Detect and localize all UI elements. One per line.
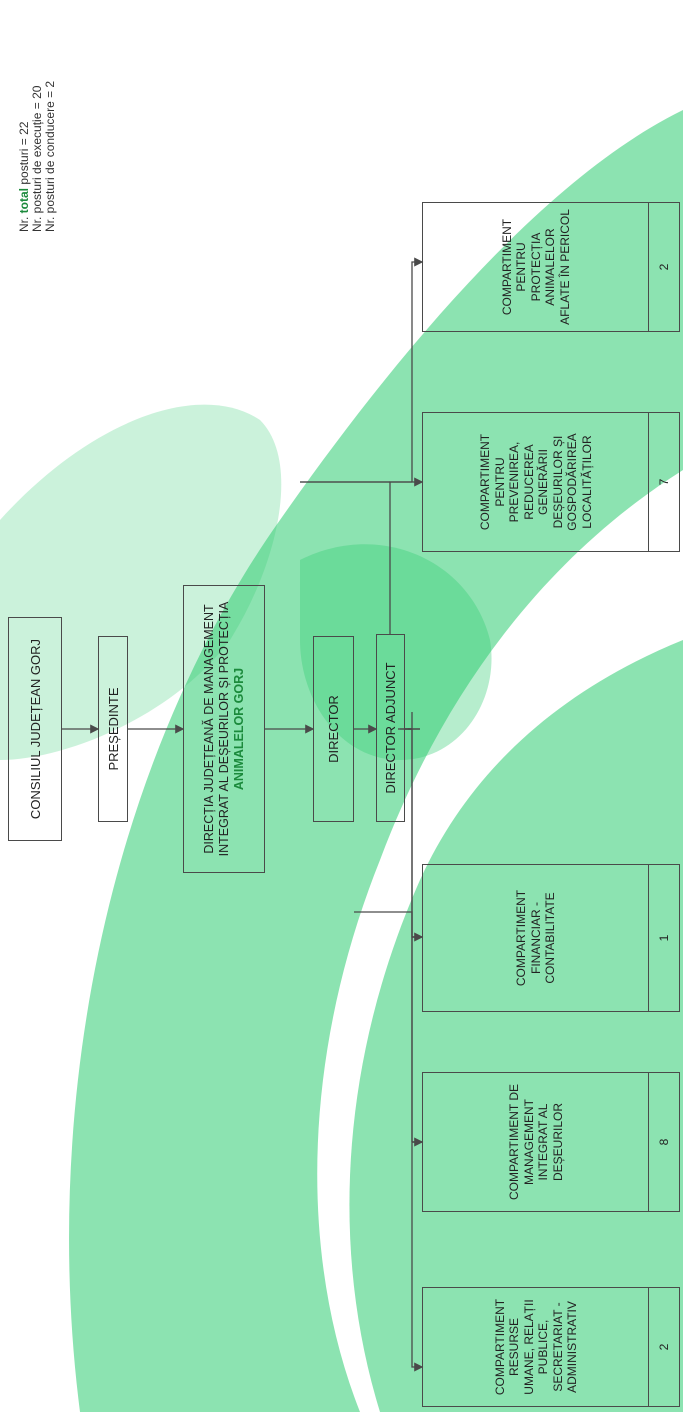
deputy-director-box: DIRECTOR ADJUNCT: [376, 634, 405, 822]
compartment-waste-management: COMPARTIMENT DE MANAGEMENT INTEGRAT AL D…: [422, 1072, 680, 1212]
council-label: CONSILIUL JUDEȚEAN GORJ: [27, 638, 43, 820]
directorate-line2: INTEGRAT AL DEȘEURILOR ȘI PROTECȚIA: [216, 601, 231, 857]
compartment-animal-protection: COMPARTIMENT PENTRU PROTECȚIA ANIMALELOR…: [422, 202, 680, 332]
compartment-finance: COMPARTIMENT FINANCIAR - CONTABILITATE 1: [422, 864, 680, 1012]
deputy-director-label: DIRECTOR ADJUNCT: [383, 662, 398, 794]
compartment-hr: COMPARTIMENT RESURSE UMANE, RELAȚII PUBL…: [422, 1287, 680, 1407]
compartment-count: 8: [648, 1073, 679, 1211]
director-box: DIRECTOR: [313, 636, 354, 822]
directorate-line3: ANIMALELOR GORJ: [231, 667, 246, 791]
compartment-name: COMPARTIMENT RESURSE UMANE, RELAȚII PUBL…: [492, 1298, 580, 1396]
compartment-name: COMPARTIMENT FINANCIAR - CONTABILITATE: [514, 889, 558, 987]
compartment-name: COMPARTIMENT DE MANAGEMENT INTEGRAT AL D…: [507, 1084, 565, 1201]
compartment-count: 2: [648, 203, 679, 331]
director-label: DIRECTOR: [326, 695, 341, 763]
compartment-name: COMPARTIMENT PENTRU PROTECȚIA ANIMALELOR…: [499, 209, 572, 325]
post-summary: Nr. total posturi = 22 Nr. posturi de ex…: [17, 80, 57, 232]
compartment-name: COMPARTIMENT PENTRU PREVENIREA, REDUCERE…: [478, 433, 594, 531]
directorate-line1: DIRECȚIA JUDEȚEANĂ DE MANAGEMENT: [201, 604, 216, 854]
summary-leadership: Nr. posturi de conducere = 2: [43, 80, 57, 232]
president-label: PREȘEDINTE: [105, 687, 121, 771]
compartment-count: 7: [648, 413, 679, 551]
council-box: CONSILIUL JUDEȚEAN GORJ: [8, 617, 62, 841]
directorate-box: DIRECȚIA JUDEȚEANĂ DE MANAGEMENT INTEGRA…: [183, 585, 265, 873]
compartment-count: 2: [648, 1288, 679, 1406]
president-box: PREȘEDINTE: [98, 636, 128, 822]
compartment-count: 1: [648, 865, 679, 1011]
compartment-prevention: COMPARTIMENT PENTRU PREVENIREA, REDUCERE…: [422, 412, 680, 552]
